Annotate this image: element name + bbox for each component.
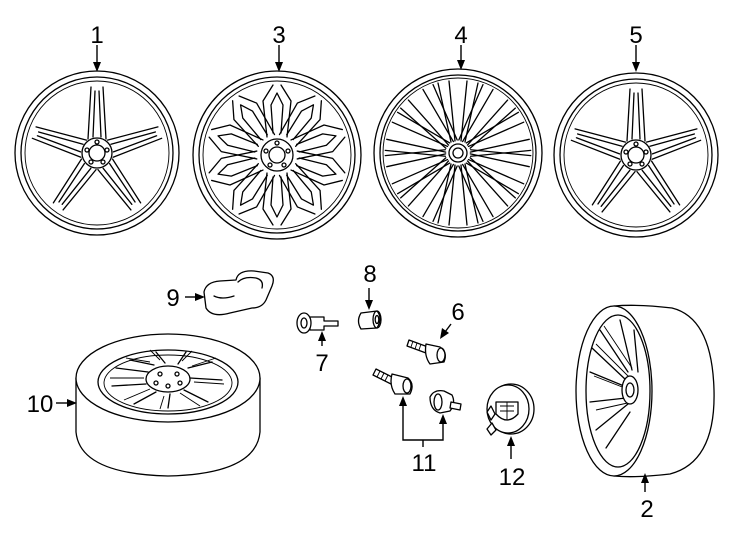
part-1-wheel <box>14 70 180 236</box>
part-11-locking-bolts <box>372 368 462 414</box>
callout-6: 6 <box>451 299 464 326</box>
part-3-wheel <box>192 70 362 240</box>
split-spoke-wheel-icon <box>373 68 543 238</box>
part-4-wheel <box>373 68 543 238</box>
five-spoke-wheel-icon <box>553 72 719 238</box>
callout-2: 2 <box>640 496 653 523</box>
five-spoke-wheel-icon <box>14 70 180 236</box>
callout-12: 12 <box>499 464 526 491</box>
callout-9: 9 <box>166 285 179 312</box>
part-5-wheel <box>553 72 719 238</box>
part-7-valve-stem <box>296 312 339 334</box>
spare-tire-icon <box>75 333 261 477</box>
lug-bolt-icon <box>406 339 446 365</box>
callout-10: 10 <box>27 391 54 418</box>
part-10-spare-tire <box>75 333 261 477</box>
callout-8: 8 <box>363 261 376 288</box>
callout-labels: 1 2 3 4 5 6 7 8 9 10 11 12 <box>27 22 654 523</box>
part-2-wheel-side <box>575 304 715 478</box>
leader-lines <box>56 45 649 492</box>
part-12-center-cap <box>486 383 535 436</box>
wheel-side-view-icon <box>575 304 715 478</box>
callout-4: 4 <box>454 22 467 49</box>
callout-5: 5 <box>629 22 642 49</box>
locking-bolt-set-icon <box>372 368 462 414</box>
valve-stem-icon <box>296 312 339 334</box>
multi-spoke-wheel-icon <box>192 70 362 240</box>
valve-cap-icon <box>357 310 382 330</box>
part-9-sensor <box>203 270 274 316</box>
center-cap-icon <box>486 383 535 436</box>
callout-11: 11 <box>412 450 437 477</box>
part-6-lug-bolt <box>406 339 446 365</box>
pressure-sensor-icon <box>203 270 274 316</box>
callout-7: 7 <box>315 350 328 377</box>
callout-3: 3 <box>272 22 285 49</box>
callout-1: 1 <box>90 22 103 49</box>
part-8-valve-cap <box>357 310 382 330</box>
